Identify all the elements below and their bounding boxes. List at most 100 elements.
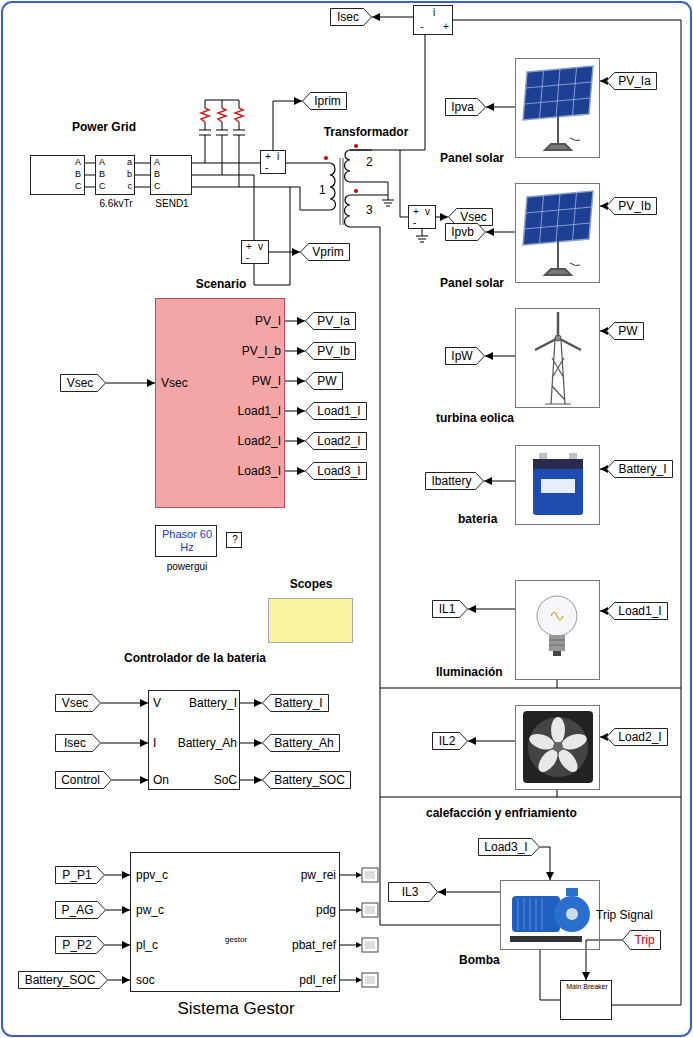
from-tag: Battery_SOC bbox=[18, 971, 108, 989]
goto-tag: Battery_I bbox=[262, 694, 329, 712]
goto-tag: Ibattery bbox=[425, 472, 484, 490]
tag-text: PV_Ib bbox=[618, 199, 651, 213]
lamp-picture bbox=[549, 635, 565, 651]
tag-outline bbox=[446, 348, 485, 365]
solar-panel-block: Panel solar bbox=[515, 58, 600, 158]
tag-outline bbox=[19, 972, 108, 989]
signal-line bbox=[273, 101, 302, 150]
transformer-symbol bbox=[318, 163, 336, 210]
tag-outline bbox=[306, 313, 356, 330]
transformer: Transformador123 bbox=[318, 145, 378, 235]
from-tag: Vsec bbox=[55, 694, 101, 712]
tag-text: PW bbox=[618, 324, 637, 338]
measurement-block: ABCSEND1 bbox=[150, 155, 192, 195]
rc-branch bbox=[216, 100, 228, 175]
tag-outline bbox=[479, 839, 540, 856]
display-block bbox=[362, 868, 378, 882]
signal-line bbox=[600, 206, 606, 207]
goto-tag: IpW bbox=[445, 347, 485, 365]
tag-text: Battery_I bbox=[618, 462, 666, 476]
tag-text: Trip bbox=[634, 933, 654, 947]
goto-tag: Load1_I bbox=[305, 402, 367, 420]
signal-line bbox=[105, 875, 130, 876]
display-screen bbox=[365, 871, 375, 984]
tag-outline bbox=[263, 772, 351, 789]
tag-text: PV_Ia bbox=[317, 314, 350, 328]
polarity-dot bbox=[354, 144, 358, 148]
block-label: i bbox=[433, 7, 435, 19]
current-meter: +i- bbox=[260, 150, 286, 174]
block-label: Load2_I bbox=[238, 434, 281, 448]
display-screen bbox=[365, 906, 375, 914]
polarity-dot bbox=[324, 144, 358, 193]
fan-picture bbox=[523, 711, 593, 783]
block-label: B bbox=[75, 169, 81, 180]
solar-panel-block: Panel solar bbox=[515, 183, 600, 283]
section-title: Power Grid bbox=[72, 120, 136, 134]
from-tag: P_P2 bbox=[55, 936, 105, 954]
block-label: c bbox=[128, 181, 133, 192]
wind-turbine-picture bbox=[545, 340, 571, 404]
solar-panel-picture bbox=[523, 66, 593, 150]
block-label: 1 bbox=[319, 183, 326, 197]
block-label: C bbox=[75, 181, 82, 192]
tag-outline bbox=[56, 902, 106, 919]
signal-line bbox=[600, 737, 606, 738]
signal-line bbox=[486, 232, 515, 233]
hvac-load-block: calefacción y enfriamiento bbox=[515, 705, 600, 790]
block-label: pw_rei bbox=[301, 868, 336, 882]
block-label: PV_I bbox=[255, 314, 281, 328]
tag-text: Load2_I bbox=[618, 730, 661, 744]
from-tag: Load2_I bbox=[606, 728, 668, 746]
block-label: ppv_c bbox=[136, 868, 168, 882]
block-label: Battery_I bbox=[189, 696, 237, 710]
pump-picture bbox=[512, 896, 560, 932]
from-tag: P_P1 bbox=[55, 866, 105, 884]
tag-outline bbox=[306, 403, 367, 420]
from-tag: Control bbox=[55, 771, 112, 789]
tag-outline bbox=[607, 603, 668, 620]
block-label: + bbox=[443, 21, 449, 33]
power-wire bbox=[85, 20, 681, 1005]
block-label: 3 bbox=[366, 203, 373, 217]
from-tag: Vsec bbox=[60, 374, 106, 392]
transformer-symbol bbox=[318, 150, 372, 227]
display-arrow bbox=[356, 977, 362, 983]
tag-text: Ipvb bbox=[451, 225, 474, 239]
goto-tag: IL1 bbox=[432, 600, 468, 618]
tag-outline bbox=[301, 244, 350, 261]
block-label: bateria bbox=[458, 512, 497, 526]
signal-line bbox=[600, 611, 606, 612]
battery-picture bbox=[533, 453, 583, 515]
tag-text: PW bbox=[317, 374, 336, 388]
block-label: Scopes bbox=[290, 577, 333, 591]
signal-line bbox=[240, 780, 262, 781]
block-label: Vsec bbox=[161, 376, 188, 390]
from-tag: Isec bbox=[55, 734, 101, 752]
signal-line bbox=[285, 321, 305, 322]
block-label: - bbox=[246, 252, 249, 264]
tag-outline bbox=[56, 735, 101, 752]
tag-text: Battery_SOC bbox=[274, 773, 345, 787]
tag-outline bbox=[303, 93, 347, 110]
tag-text: Load3_I bbox=[317, 464, 360, 478]
signal-line bbox=[285, 471, 305, 472]
tag-outline bbox=[607, 323, 644, 340]
tag-text: P_AG bbox=[61, 903, 93, 917]
block-label: pbat_ref bbox=[292, 938, 336, 952]
block-label: Controlador de la bateria bbox=[124, 651, 266, 665]
block-label: Panel solar bbox=[440, 151, 504, 165]
signal-line bbox=[586, 940, 622, 980]
signal-line bbox=[106, 383, 155, 384]
tag-text: IpW bbox=[451, 349, 472, 363]
pump-picture bbox=[566, 888, 578, 896]
block-label: b bbox=[127, 169, 132, 180]
signal-line bbox=[485, 356, 515, 357]
power-wire bbox=[350, 35, 500, 925]
battery-picture bbox=[539, 453, 547, 459]
from-tag: Battery_I bbox=[606, 460, 673, 478]
block-label: pw_c bbox=[136, 903, 164, 917]
goto-tag: Vprim bbox=[300, 243, 350, 261]
signal-line bbox=[106, 910, 130, 911]
